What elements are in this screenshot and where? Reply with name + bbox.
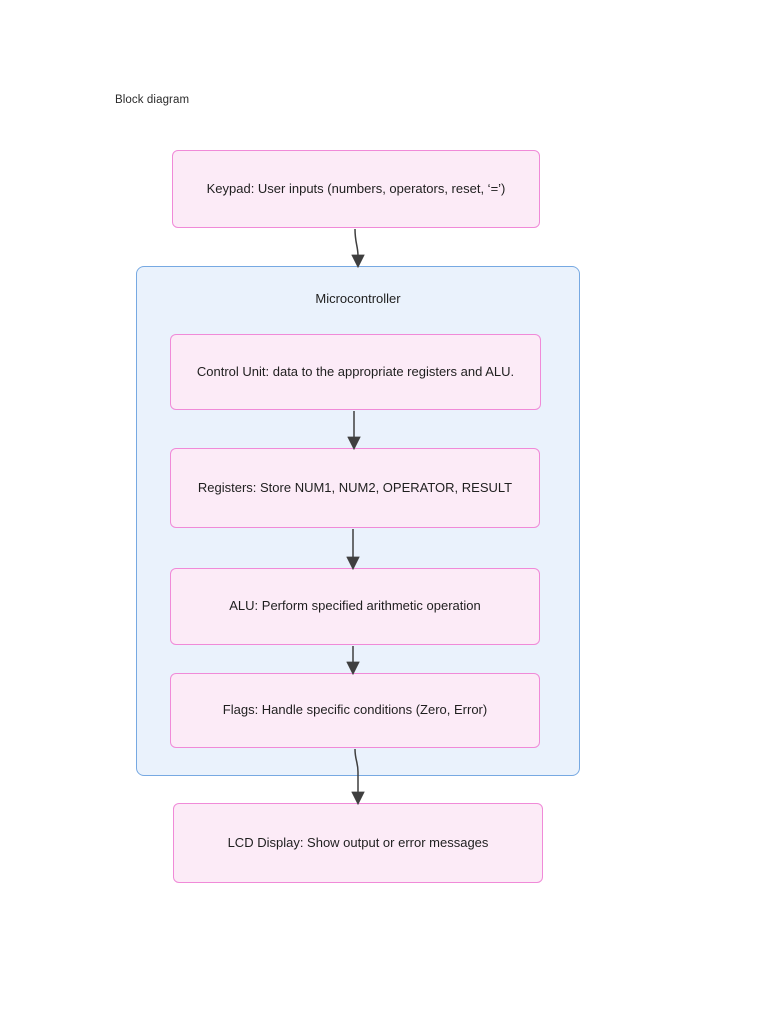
- node-keypad-label: Keypad: User inputs (numbers, operators,…: [206, 180, 506, 196]
- node-control-unit-label: Control Unit: data to the appropriate re…: [196, 363, 515, 379]
- node-alu-label: ALU: Perform specified arithmetic operat…: [229, 598, 481, 614]
- diagram-title: Block diagram: [115, 94, 190, 106]
- arrow-keypad-to-microcontroller: [351, 228, 365, 269]
- node-flags: Flags: Handle specific conditions (Zero,…: [170, 673, 540, 748]
- node-alu: ALU: Perform specified arithmetic operat…: [170, 568, 540, 645]
- node-registers: Registers: Store NUM1, NUM2, OPERATOR, R…: [170, 448, 540, 528]
- node-lcd-display-label: LCD Display: Show output or error messag…: [227, 834, 489, 850]
- node-registers-label: Registers: Store NUM1, NUM2, OPERATOR, R…: [197, 479, 513, 495]
- node-control-unit: Control Unit: data to the appropriate re…: [170, 334, 541, 410]
- node-keypad: Keypad: User inputs (numbers, operators,…: [172, 150, 540, 228]
- node-lcd-display: LCD Display: Show output or error messag…: [173, 803, 543, 883]
- node-flags-label: Flags: Handle specific conditions (Zero,…: [222, 702, 488, 718]
- container-microcontroller-label: Microcontroller: [315, 291, 401, 306]
